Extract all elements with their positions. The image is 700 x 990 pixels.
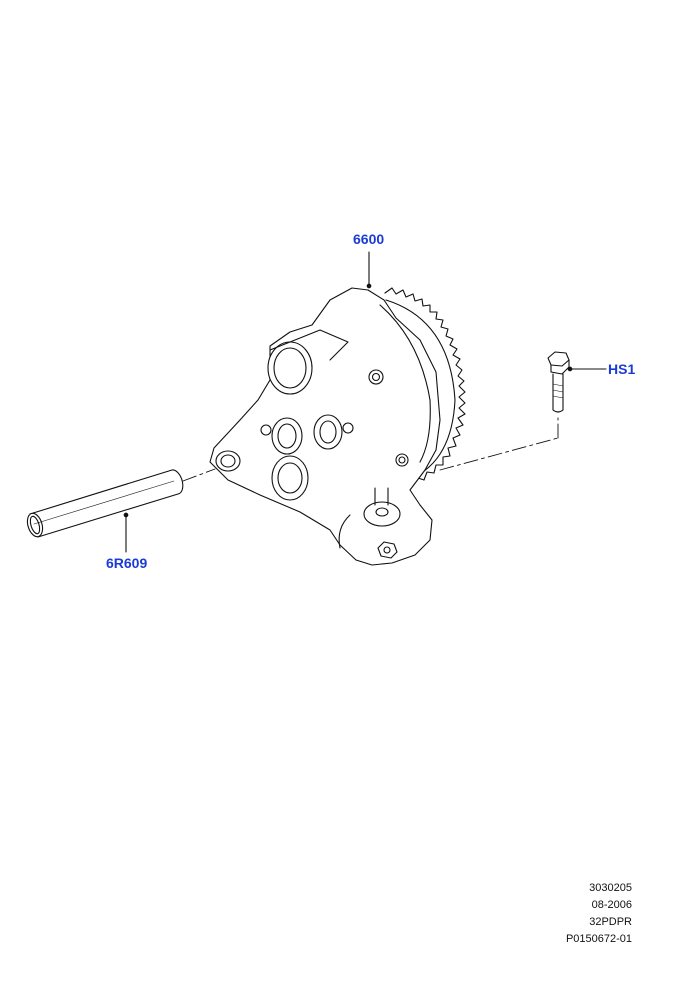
callout-hs1-label[interactable]: HS1 bbox=[608, 361, 636, 377]
tube-part bbox=[26, 469, 184, 538]
reference-date: 08-2006 bbox=[591, 899, 632, 911]
callout-6600-label[interactable]: 6600 bbox=[353, 231, 385, 247]
reference-info-block: 3030205 08-2006 32PDPR P0150672-01 bbox=[540, 880, 632, 948]
reference-code: 3030205 bbox=[589, 882, 632, 894]
assembly-centerline bbox=[182, 417, 559, 482]
bolt-part bbox=[547, 351, 570, 413]
leader-lines bbox=[123, 251, 607, 553]
callout-6r609-label[interactable]: 6R609 bbox=[106, 555, 148, 571]
reference-group: 32PDPR bbox=[589, 916, 632, 928]
pump-assembly-part bbox=[209, 287, 466, 566]
reference-illustration-id: P0150672-01 bbox=[565, 933, 632, 945]
